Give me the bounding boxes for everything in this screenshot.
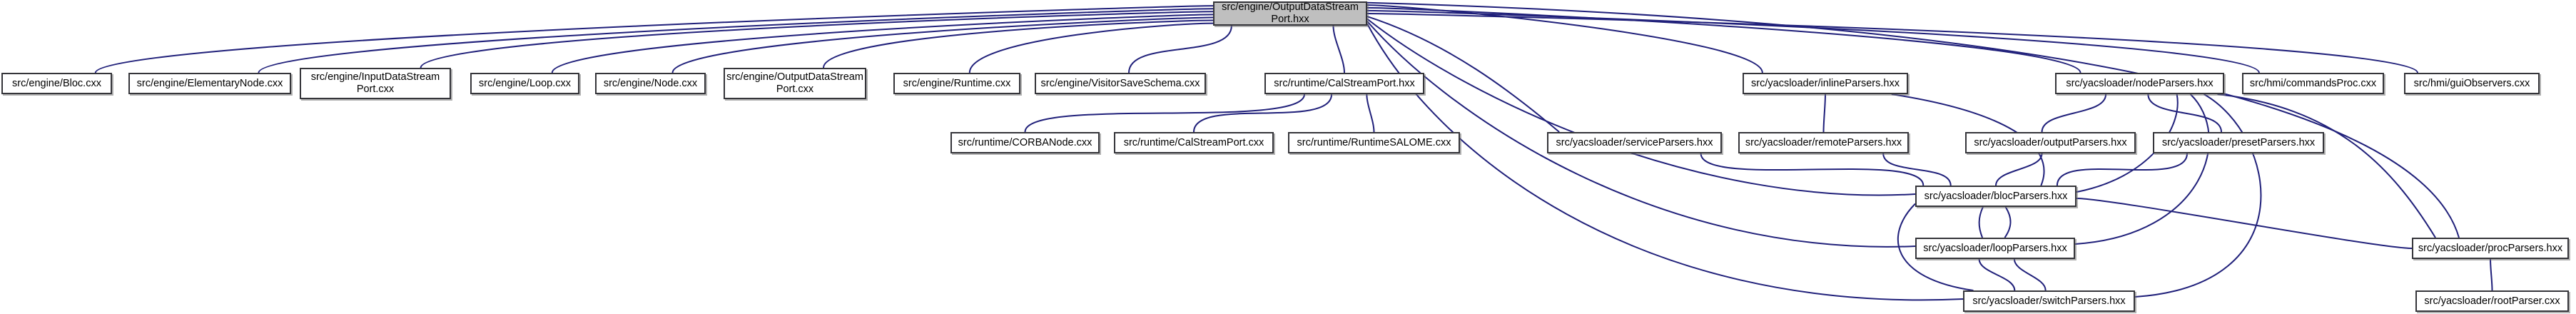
- graph-node-preset[interactable]: src/yacsloader/presetParsers.hxx: [2153, 132, 2324, 153]
- edge-blocp-to-remote: [1882, 153, 1952, 186]
- edge-loopp-to-nodep: [2074, 93, 2210, 245]
- edge-procp-to-nodep: [2217, 93, 2436, 238]
- graph-node-nodep[interactable]: src/yacsloader/nodeParsers.hxx: [2055, 73, 2224, 94]
- edge-visitor-to-top: [1128, 25, 1232, 74]
- edge-cmdproc-to-top: [1366, 9, 2260, 74]
- edge-nodep-to-top: [1366, 6, 2081, 74]
- edge-idsp-to-top: [420, 11, 1214, 69]
- edge-calcxx-to-calhxx: [1193, 93, 1333, 133]
- edge-blocp-to-preset: [2056, 153, 2188, 186]
- edge-procp-to-blocp: [2076, 198, 2413, 249]
- graph-node-cmdproc[interactable]: src/hmi/commandsProc.cxx: [2242, 73, 2384, 94]
- edge-loopp-to-top: [1366, 21, 1916, 248]
- edge-bloc-to-top: [94, 5, 1214, 74]
- edge-rootp-to-procp: [2490, 258, 2493, 291]
- edge-remote-to-inline: [1822, 93, 1826, 133]
- edge-blocp-to-switchp: [1897, 203, 1974, 291]
- graph-node-service[interactable]: src/yacsloader/serviceParsers.hxx: [1547, 132, 1722, 153]
- edge-inline-to-top: [1366, 4, 1763, 74]
- graph-node-switchp[interactable]: src/yacsloader/switchParsers.hxx: [1963, 290, 2135, 312]
- graph-node-corba[interactable]: src/runtime/CORBANode.cxx: [950, 132, 1100, 153]
- graph-node-idsp[interactable]: src/engine/InputDataStream Port.cxx: [300, 68, 451, 99]
- graph-node-rtsalome[interactable]: src/runtime/RuntimeSALOME.cxx: [1288, 132, 1460, 153]
- edge-guiobs-to-top: [1366, 13, 2418, 74]
- graph-node-bloc[interactable]: src/engine/Bloc.cxx: [1, 73, 112, 94]
- graph-node-blocp[interactable]: src/yacsloader/blocParsers.hxx: [1915, 186, 2076, 207]
- edge-blocp-to-loopp: [1978, 206, 1984, 238]
- edge-switchp-to-loopp: [2013, 258, 2047, 291]
- graph-node-node[interactable]: src/engine/Node.cxx: [595, 73, 706, 94]
- edge-preset-to-nodep: [2147, 93, 2222, 133]
- graph-node-rootp[interactable]: src/yacsloader/rootParser.cxx: [2415, 290, 2569, 312]
- graph-node-top: src/engine/OutputDataStream Port.hxx: [1213, 1, 1367, 26]
- edge-runtime-to-top: [968, 22, 1214, 74]
- graph-node-inline[interactable]: src/yacsloader/inlineParsers.hxx: [1743, 73, 1908, 94]
- graph-node-procp[interactable]: src/yacsloader/procParsers.hxx: [2412, 238, 2569, 259]
- edge-blocp-to-output: [1995, 153, 2043, 186]
- graph-node-visitor[interactable]: src/engine/VisitorSaveSchema.cxx: [1035, 73, 1206, 94]
- edge-node-to-top: [671, 16, 1214, 74]
- edge-loop-to-top: [551, 14, 1214, 74]
- edge-blocp-to-service: [1700, 153, 1925, 186]
- edge-corba-to-calhxx: [1024, 93, 1305, 133]
- edge-elem-to-top: [258, 8, 1214, 74]
- graph-node-odsp[interactable]: src/engine/OutputDataStream Port.cxx: [724, 68, 866, 99]
- graph-node-loopp[interactable]: src/yacsloader/loopParsers.hxx: [1915, 238, 2075, 259]
- graph-node-remote[interactable]: src/yacsloader/remoteParsers.hxx: [1738, 132, 1909, 153]
- edge-calhxx-to-top: [1332, 25, 1345, 74]
- edge-service-to-top: [1366, 16, 1560, 133]
- edge-loopp-to-switchp: [1978, 258, 2016, 291]
- edge-output-to-nodep: [2041, 93, 2107, 133]
- graph-node-elem[interactable]: src/engine/ElementaryNode.cxx: [128, 73, 291, 94]
- graph-node-loop[interactable]: src/engine/Loop.cxx: [470, 73, 579, 94]
- edge-odsp-to-top: [823, 19, 1214, 69]
- graph-node-output[interactable]: src/yacsloader/outputParsers.hxx: [1965, 132, 2136, 153]
- edge-loopp-to-blocp: [2004, 206, 2012, 238]
- graph-node-runtime[interactable]: src/engine/Runtime.cxx: [893, 73, 1020, 94]
- edge-rtsalome-to-calhxx: [1366, 93, 1375, 133]
- edge-switchp-to-nodep: [2134, 93, 2262, 298]
- graph-node-calhxx[interactable]: src/runtime/CalStreamPort.hxx: [1264, 73, 1424, 94]
- graph-node-calcxx[interactable]: src/runtime/CalStreamPort.cxx: [1114, 132, 1274, 153]
- edge-blocp-to-inline: [1891, 93, 2045, 186]
- graph-node-guiobs[interactable]: src/hmi/guiObservers.cxx: [2404, 73, 2540, 94]
